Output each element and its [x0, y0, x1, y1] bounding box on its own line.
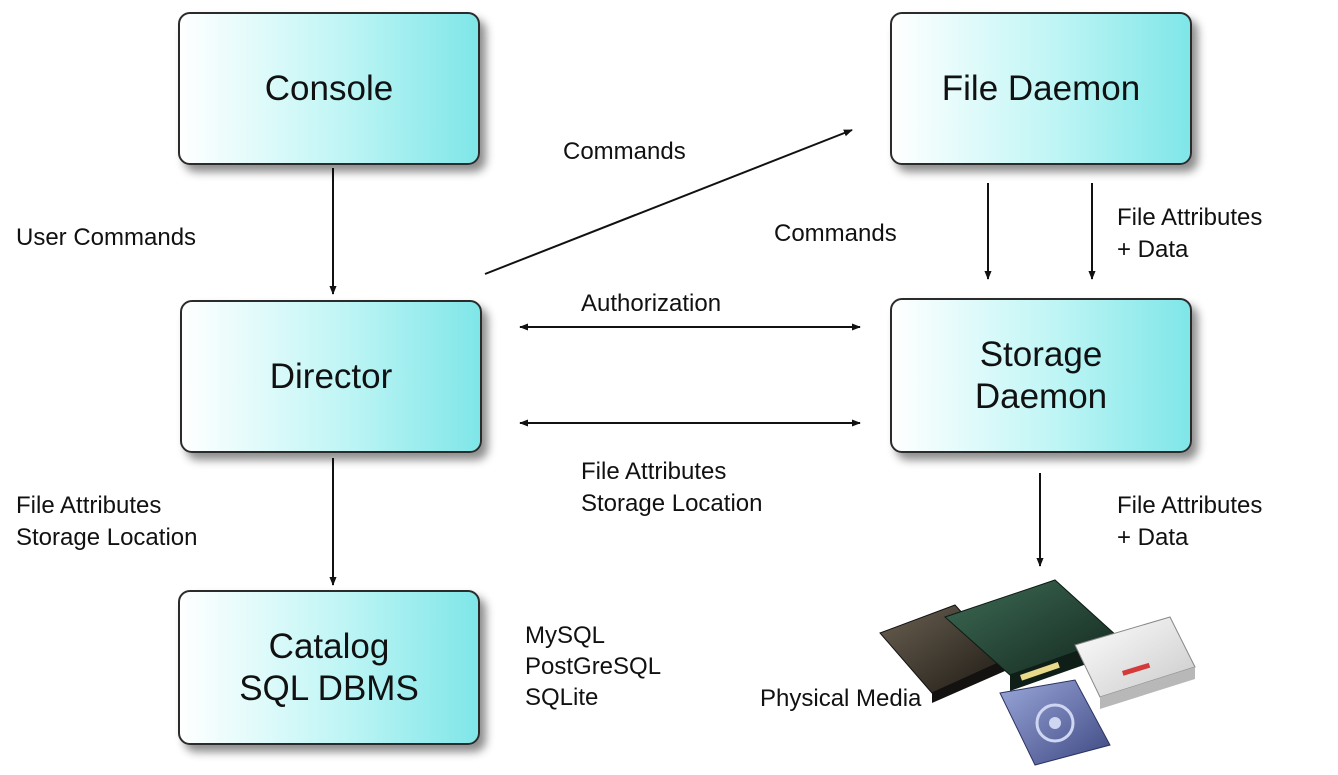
- catalog-label-line-1: Catalog: [268, 626, 390, 666]
- tape-cartridge-white: [1074, 616, 1196, 709]
- label-file-attributes-data-sd-media: File Attributes + Data: [1117, 490, 1262, 554]
- label-authorization: Authorization: [581, 288, 721, 320]
- console-label: Console: [264, 68, 394, 108]
- label-user-commands: User Commands: [16, 222, 196, 254]
- backend-sqlite: SQLite: [525, 684, 599, 711]
- label-file-attributes-data-sd-media-line-1: File Attributes: [1117, 492, 1263, 519]
- catalog-backends-list: MySQL PostGreSQL SQLite: [525, 620, 661, 713]
- file-daemon-label: File Daemon: [941, 68, 1141, 108]
- label-file-attributes-data-fd-sd-line-2: + Data: [1117, 236, 1189, 263]
- label-commands-director-fd-text: Commands: [563, 138, 686, 165]
- label-attributes-director-sd-line-1: File Attributes: [581, 458, 727, 485]
- edge-director-file-daemon: [484, 129, 853, 275]
- console-node: Console: [178, 12, 480, 165]
- storage-daemon-label-line-2: Daemon: [974, 376, 1108, 416]
- label-attributes-director-catalog: File Attributes Storage Location: [16, 490, 197, 554]
- label-commands-fd-sd: Commands: [774, 218, 897, 250]
- label-file-attributes-data-fd-sd: File Attributes + Data: [1117, 202, 1262, 266]
- physical-media-label: Physical Media: [760, 683, 921, 715]
- director-node: Director: [180, 300, 482, 453]
- director-label: Director: [269, 356, 393, 396]
- backend-postgresql: PostGreSQL: [525, 653, 662, 680]
- catalog-label-line-2: SQL DBMS: [239, 668, 419, 708]
- label-authorization-text: Authorization: [581, 290, 722, 317]
- label-attributes-director-sd-line-2: Storage Location: [581, 490, 763, 517]
- label-attributes-director-sd: File Attributes Storage Location: [581, 456, 762, 520]
- storage-daemon-node: Storage Daemon: [890, 298, 1192, 453]
- label-file-attributes-data-sd-media-line-2: + Data: [1117, 524, 1189, 551]
- label-file-attributes-data-fd-sd-line-1: File Attributes: [1117, 204, 1263, 231]
- label-attributes-director-catalog-line-1: File Attributes: [16, 492, 162, 519]
- backend-mysql: MySQL: [525, 622, 606, 649]
- label-commands-director-fd: Commands: [563, 136, 686, 168]
- label-user-commands-text: User Commands: [16, 224, 197, 251]
- label-commands-fd-sd-text: Commands: [774, 220, 897, 247]
- tape-cartridge-blue: [999, 679, 1111, 766]
- storage-daemon-label-line-1: Storage: [979, 334, 1103, 374]
- physical-media-label-text: Physical Media: [760, 685, 922, 712]
- catalog-node: Catalog SQL DBMS: [178, 590, 480, 745]
- physical-media-illustration: [879, 579, 1196, 766]
- label-attributes-director-catalog-line-2: Storage Location: [16, 524, 198, 551]
- file-daemon-node: File Daemon: [890, 12, 1192, 165]
